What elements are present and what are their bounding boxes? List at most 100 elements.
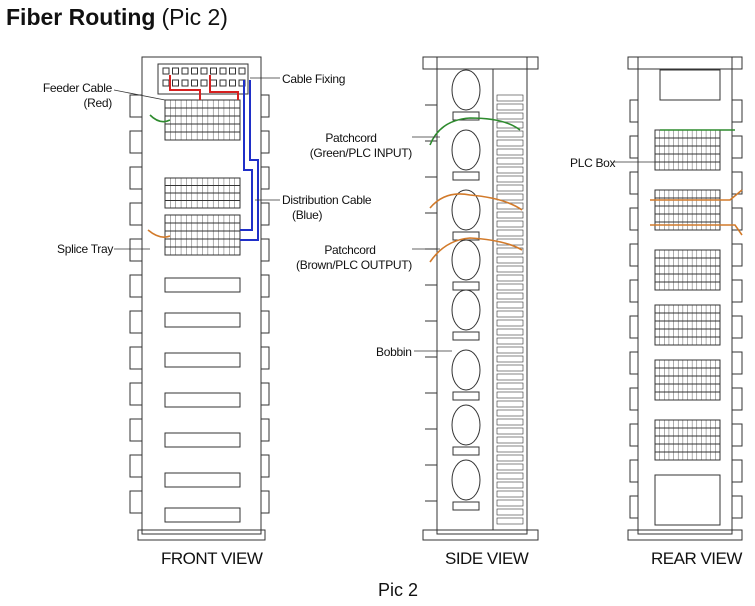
front-right-bracket bbox=[261, 418, 270, 442]
front-fixing-slot bbox=[191, 67, 198, 75]
front-right-bracket bbox=[261, 490, 270, 514]
side-bobbin-holder bbox=[452, 331, 480, 341]
side-port-row bbox=[496, 472, 524, 480]
front-fixing-slot bbox=[181, 67, 189, 75]
front-left-bracket bbox=[129, 346, 142, 370]
front-fixing-slot bbox=[210, 79, 217, 87]
bobbin-label: Bobbin bbox=[376, 345, 412, 359]
side-bobbin bbox=[451, 349, 481, 391]
plc-box-label: PLC Box bbox=[570, 156, 616, 170]
rear-right-bracket bbox=[732, 99, 743, 123]
side-port-row bbox=[496, 382, 524, 390]
rear-left-bracket bbox=[629, 243, 638, 267]
rear-rack-frame bbox=[637, 56, 733, 535]
side-port-row bbox=[496, 229, 524, 237]
side-bobbin bbox=[451, 129, 481, 171]
front-rack-frame bbox=[141, 56, 262, 535]
rear-left-bracket bbox=[629, 495, 638, 519]
side-rack-frame bbox=[436, 56, 528, 535]
side-bobbin-holder bbox=[452, 171, 480, 181]
side-port-row bbox=[496, 94, 524, 102]
rear-left-bracket bbox=[629, 423, 638, 447]
side-port-row bbox=[496, 220, 524, 228]
front-left-bracket bbox=[129, 166, 142, 190]
side-bobbin-holder bbox=[452, 111, 480, 121]
leader-lines bbox=[113, 77, 660, 352]
feeder-cable-route bbox=[209, 75, 239, 100]
rear-left-bracket bbox=[629, 207, 638, 231]
front-empty-tray bbox=[164, 277, 241, 293]
front-left-bracket bbox=[129, 130, 142, 154]
rear-right-bracket bbox=[732, 279, 743, 303]
side-port-row bbox=[496, 256, 524, 264]
side-port-row bbox=[496, 184, 524, 192]
front-fixing-slot bbox=[162, 79, 170, 87]
rear-right-bracket bbox=[732, 243, 743, 267]
front-left-bracket bbox=[129, 274, 142, 298]
side-port-row bbox=[496, 328, 524, 336]
front-left-bracket bbox=[129, 454, 142, 478]
side-port-row bbox=[496, 310, 524, 318]
distribution-cable-label: Distribution Cable (Blue) bbox=[282, 193, 372, 222]
front-view-rack bbox=[129, 56, 270, 541]
rear-rack-base bbox=[627, 529, 743, 541]
front-fixing-slot bbox=[229, 79, 236, 87]
rear-right-bracket bbox=[732, 135, 743, 159]
rear-brown-patchcord bbox=[650, 224, 743, 236]
side-port-row bbox=[496, 157, 524, 165]
side-bobbin bbox=[451, 459, 481, 501]
front-empty-tray bbox=[164, 507, 241, 523]
rear-left-bracket bbox=[629, 171, 638, 195]
side-port-row bbox=[496, 355, 524, 363]
side-green-patchcord bbox=[429, 117, 521, 146]
side-port-row bbox=[496, 454, 524, 462]
side-port-row bbox=[496, 139, 524, 147]
side-bobbin bbox=[451, 239, 481, 281]
front-left-bracket bbox=[129, 94, 142, 118]
side-port-row bbox=[496, 427, 524, 435]
front-cable-fixing-panel bbox=[157, 63, 249, 95]
front-right-bracket bbox=[261, 130, 270, 154]
front-view-title: FRONT VIEW bbox=[161, 549, 263, 568]
front-fixing-slot bbox=[219, 79, 227, 87]
side-port-row bbox=[496, 445, 524, 453]
side-port-row bbox=[496, 517, 524, 525]
rear-left-bracket bbox=[629, 351, 638, 375]
title-sub: (Pic 2) bbox=[161, 4, 228, 30]
side-port-row bbox=[496, 247, 524, 255]
page-title: Fiber Routing(Pic 2) bbox=[6, 4, 228, 31]
side-port-row bbox=[496, 148, 524, 156]
rear-left-bracket bbox=[629, 135, 638, 159]
side-port-row bbox=[496, 274, 524, 282]
side-port-row bbox=[496, 112, 524, 120]
side-port-row bbox=[496, 283, 524, 291]
rear-left-bracket bbox=[629, 315, 638, 339]
side-bobbin bbox=[451, 69, 481, 111]
side-port-row bbox=[496, 301, 524, 309]
front-left-bracket bbox=[129, 310, 142, 334]
side-port-row bbox=[496, 508, 524, 516]
front-empty-tray bbox=[164, 352, 241, 368]
front-right-bracket bbox=[261, 274, 270, 298]
cable-routes bbox=[147, 75, 743, 263]
side-port-row bbox=[496, 499, 524, 507]
front-left-bracket bbox=[129, 238, 142, 262]
front-right-bracket bbox=[261, 94, 270, 118]
front-green-patch bbox=[149, 114, 171, 123]
feeder-cable-route bbox=[169, 75, 201, 100]
front-empty-tray bbox=[164, 472, 241, 488]
front-right-bracket bbox=[261, 382, 270, 406]
rear-fixing-panel bbox=[659, 69, 721, 101]
side-rack-base bbox=[422, 529, 539, 541]
side-bobbin-holder bbox=[452, 501, 480, 511]
front-fixing-slot bbox=[200, 79, 208, 87]
side-port-row bbox=[496, 130, 524, 138]
leader-feeder bbox=[113, 89, 166, 101]
front-brown-patch bbox=[147, 229, 171, 238]
front-fixing-slot bbox=[229, 67, 236, 75]
rear-right-bracket bbox=[732, 351, 743, 375]
side-port-row bbox=[496, 292, 524, 300]
distribution-cable-route bbox=[240, 80, 253, 231]
side-port-row bbox=[496, 337, 524, 345]
